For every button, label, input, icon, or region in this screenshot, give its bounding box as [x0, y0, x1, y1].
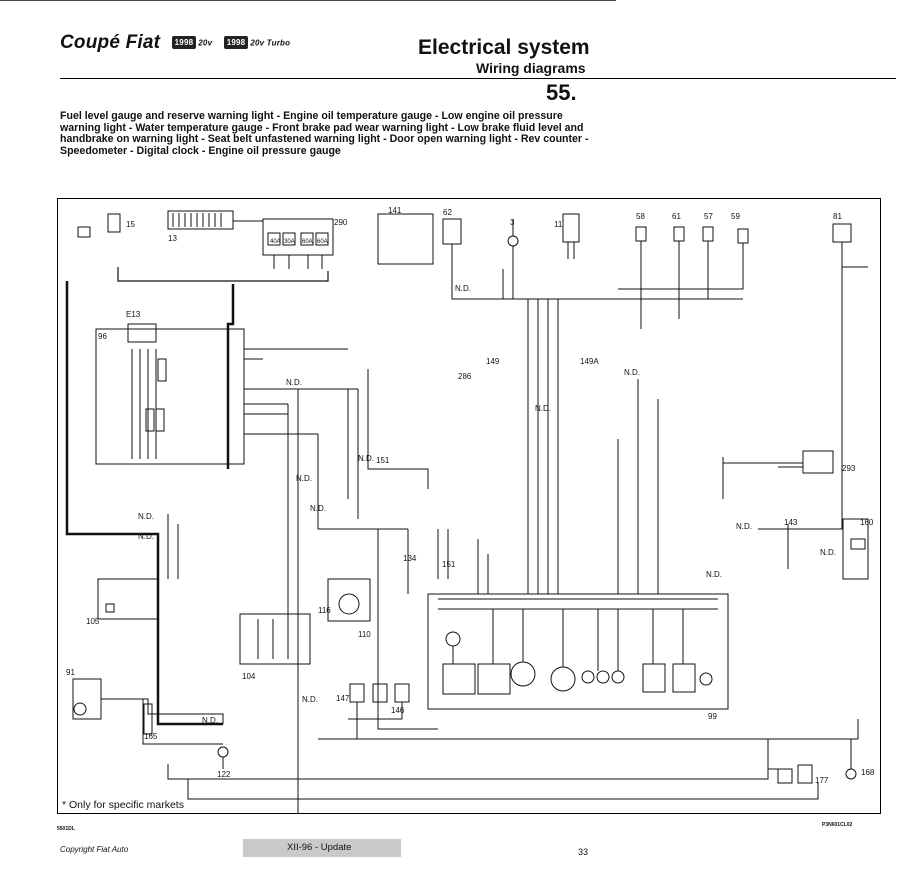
comp-label-59: 59 [731, 212, 740, 221]
comp-label-99: 99 [708, 712, 717, 721]
comp-label-149a: 149A [580, 357, 599, 366]
comp-label-146: 146 [391, 706, 405, 715]
component-81 [832, 223, 852, 243]
comp-label-104: 104 [242, 672, 256, 681]
nd-label: N.D. [358, 454, 374, 463]
component-11 [562, 213, 580, 243]
component-141 [377, 213, 434, 265]
component-177 [797, 764, 813, 784]
page-subtitle: Wiring diagrams [476, 60, 586, 76]
fuse-label: 60A [302, 239, 313, 245]
update-stamp: XII-96 - Update [243, 839, 401, 857]
fuse-label: 60A [317, 239, 328, 245]
page-title: Electrical system [418, 36, 590, 59]
model-year-badge: 1998 [171, 36, 197, 50]
comp-label-151: 151 [442, 560, 456, 569]
comp-label-62: 62 [443, 208, 452, 217]
fuse-label: 40A [270, 239, 281, 245]
comp-label-149: 149 [486, 357, 500, 366]
comp-label-3: 3 [510, 218, 515, 227]
battery-feed-wire [226, 284, 235, 469]
nd-label: N.D. [310, 504, 326, 513]
fuse-label: 30A [284, 239, 295, 245]
variant-label: 20v Turbo [250, 38, 291, 48]
nd-label: N.D. [736, 522, 752, 531]
copyright: Copyright Fiat Auto [60, 845, 129, 854]
nd-label: N.D. [302, 695, 318, 704]
comp-label-116: 116 [318, 606, 331, 615]
component-293 [802, 450, 834, 474]
comp-label-160: 160 [860, 518, 874, 527]
comp-label-147: 147 [336, 694, 350, 703]
comp-label-57: 57 [704, 212, 713, 221]
fuse-box-290 [262, 218, 334, 256]
comp-label-151: 151 [376, 456, 390, 465]
nd-label: N.D. [138, 532, 154, 541]
instrument-panel-99 [427, 593, 729, 710]
component-116 [327, 578, 371, 622]
nd-label: N.D. [296, 474, 312, 483]
variant-label: 20v [198, 38, 213, 48]
component-91 [72, 678, 102, 720]
nd-label: N.D. [820, 548, 836, 557]
comp-label-81: 81 [833, 212, 842, 221]
battery-feed-wire [65, 281, 160, 544]
section-number: 55. [546, 80, 577, 105]
nd-label: N.D. [202, 716, 218, 725]
comp-label-122: 122 [217, 770, 231, 779]
comp-label-61: 61 [672, 212, 681, 221]
component-160 [842, 518, 869, 580]
connector-symbol [77, 226, 91, 238]
comp-label-165: 165 [144, 732, 158, 741]
wiring-diagram: 15 13 290 40A 30A 60A 60A 141 62 3 11 58… [65, 206, 875, 813]
header-rule [60, 78, 896, 79]
nd-label: N.D. [624, 368, 640, 377]
scan-top-edge [0, 0, 616, 1]
brand-name: Coupé Fiat [60, 32, 161, 53]
nd-label: N.D. [455, 284, 471, 293]
comp-label-290: 290 [334, 218, 348, 227]
update-label: XII-96 - Update [287, 842, 352, 853]
comp-label-134: 134 [403, 554, 417, 563]
comp-label-143: 143 [784, 518, 798, 527]
comp-label-293: 293 [842, 464, 856, 473]
component-146 [394, 683, 410, 703]
comp-label-15: 15 [126, 220, 135, 229]
diagram-description: Fuel level gauge and reserve warning lig… [60, 110, 589, 157]
comp-label-e13: E13 [126, 310, 141, 319]
bodywork-computer-e13 [95, 328, 245, 465]
component-13 [167, 210, 234, 230]
nd-label: N.D. [706, 570, 722, 579]
doc-code-right: P3N601CL02 [822, 822, 853, 828]
comp-label-58: 58 [636, 212, 645, 221]
nd-label: N.D. [138, 512, 154, 521]
nd-label: N.D. [286, 378, 302, 387]
component-104 [239, 613, 311, 665]
comp-label-168: 168 [861, 768, 875, 777]
component-147 [349, 683, 365, 703]
comp-label-177: 177 [815, 776, 829, 785]
doc-code-left: 5501DL [57, 826, 75, 832]
comp-label-105: 105 [86, 617, 100, 626]
comp-label-286: 286 [458, 372, 472, 381]
comp-label-11: 11 [554, 220, 563, 229]
wiring-diagram-frame: 15 13 290 40A 30A 60A 60A 141 62 3 11 58… [57, 198, 881, 814]
component-105 [97, 578, 159, 620]
comp-label-96: 96 [98, 332, 107, 341]
comp-label-91: 91 [66, 668, 75, 677]
nd-label: N.D. [535, 404, 551, 413]
footnote: * Only for specific markets [62, 799, 184, 811]
page-number: 33 [578, 847, 589, 857]
comp-label-141: 141 [388, 206, 402, 215]
comp-label-110: 110 [358, 630, 371, 639]
model-year-badge: 1998 [223, 36, 249, 50]
component-168 [845, 768, 857, 780]
relay-15 [107, 213, 121, 233]
comp-label-13: 13 [168, 234, 177, 243]
